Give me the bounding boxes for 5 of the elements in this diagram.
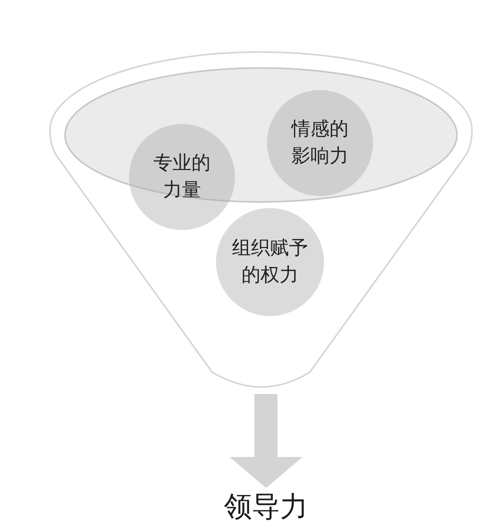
result-label: 领导力	[224, 490, 308, 524]
block-arrow	[230, 394, 302, 488]
circle-label: 情感的影响力	[292, 117, 348, 169]
circle-label: 组织赋予的权力	[232, 236, 308, 288]
circle-label: 专业的力量	[154, 151, 210, 203]
